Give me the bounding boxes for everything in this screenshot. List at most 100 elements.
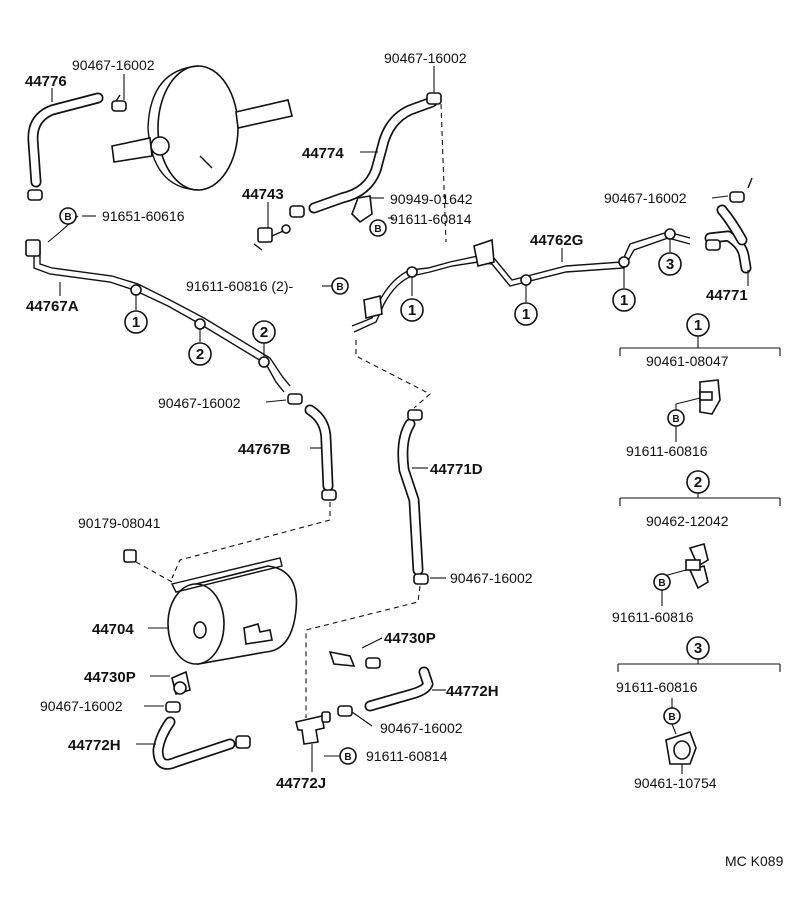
hose-clamp-icon bbox=[321, 489, 337, 501]
clamp-marker-1: 1 bbox=[400, 298, 424, 322]
svg-text:1: 1 bbox=[620, 292, 628, 309]
label-90949-01642: 90949-01642 bbox=[390, 191, 473, 207]
clamp-marker-3: 3 bbox=[658, 252, 682, 276]
label-44767B: 44767B bbox=[238, 441, 291, 458]
clamp-90462-12042-icon bbox=[685, 543, 709, 590]
legend-clamp-label: 90461-08047 bbox=[646, 353, 729, 369]
label-44767A: 44767A bbox=[26, 298, 79, 315]
hose-clamp-icon bbox=[289, 205, 305, 218]
pipe-bracket-icon bbox=[25, 239, 41, 257]
label-91611-60816-2: 91611-60816 (2)- bbox=[186, 278, 293, 294]
legend-bolt-label: 91611-60816 bbox=[616, 679, 698, 695]
bolt-90179-icon bbox=[123, 549, 137, 563]
label-44771: 44771 bbox=[706, 287, 748, 304]
label-44762G: 44762G bbox=[530, 232, 583, 249]
leader-lines bbox=[47, 66, 749, 772]
clamp-90461-10754-icon bbox=[665, 730, 697, 765]
hose-44772H bbox=[364, 666, 434, 712]
label-90467-16002: 90467-16002 bbox=[158, 395, 241, 411]
svg-text:1: 1 bbox=[132, 314, 140, 331]
label-90467-16002: 90467-16002 bbox=[604, 190, 687, 206]
dash-line bbox=[355, 340, 431, 409]
bolt-marker-b: B bbox=[59, 207, 77, 225]
pipe-44767A bbox=[33, 244, 291, 393]
legend-bolt-label: 91611-60816 bbox=[626, 443, 708, 459]
svg-text:B: B bbox=[374, 224, 381, 235]
clamp-dots bbox=[130, 228, 676, 368]
clamp-90461-08047-icon bbox=[699, 379, 721, 415]
hose-clamp-icon bbox=[705, 239, 721, 251]
label-91651-60616: 91651-60616 bbox=[102, 208, 185, 224]
vsv-44730P-icon bbox=[171, 670, 191, 695]
label-44730P: 44730P bbox=[84, 669, 136, 686]
legend-bolt-label: 91611-60816 bbox=[612, 609, 694, 625]
clamp-marker-2: 2 bbox=[252, 320, 276, 344]
svg-text:2: 2 bbox=[260, 324, 268, 341]
label-44772J: 44772J bbox=[276, 775, 326, 792]
charcoal-canister-44704-icon bbox=[167, 557, 298, 665]
label-90179-08041: 90179-08041 bbox=[78, 515, 161, 531]
hose-44767B bbox=[304, 404, 334, 492]
svg-text:3: 3 bbox=[694, 640, 702, 657]
bolt-marker-b: B bbox=[331, 277, 349, 295]
legend-clamp-label: 90462-12042 bbox=[646, 513, 729, 529]
vsv-valve-44743-icon bbox=[253, 224, 291, 251]
svg-text:B: B bbox=[658, 578, 665, 589]
diagram-reference-code: MC K089 bbox=[725, 853, 784, 869]
label-90467-16002: 90467-16002 bbox=[40, 698, 123, 714]
hose-44776 bbox=[27, 92, 104, 188]
legend-group-3: 3 91611-60816 B 90461-10754 bbox=[616, 636, 781, 791]
hose-clamp-icon bbox=[165, 701, 181, 713]
hose-44771 bbox=[704, 204, 752, 274]
label-44776: 44776 bbox=[25, 73, 67, 90]
hose-clamp-icon bbox=[111, 94, 127, 112]
vsv-44730P-icon bbox=[328, 650, 356, 667]
t-joint-44772J-icon bbox=[295, 711, 331, 745]
dash-line bbox=[135, 561, 173, 583]
label-44771D: 44771D bbox=[430, 461, 483, 478]
hose-clamp-icon bbox=[407, 409, 423, 421]
hose-clamp-icon bbox=[365, 657, 381, 669]
bolt-marker-b: B bbox=[339, 747, 357, 765]
label-90467-16002: 90467-16002 bbox=[380, 720, 463, 736]
label-44774: 44774 bbox=[302, 145, 344, 162]
svg-text:2: 2 bbox=[196, 346, 204, 363]
svg-text:B: B bbox=[64, 212, 71, 223]
hose-clamp-icon bbox=[235, 735, 251, 749]
label-44772H: 44772H bbox=[446, 683, 499, 700]
pipe-bracket-icon bbox=[363, 238, 495, 319]
marker-leads bbox=[135, 234, 671, 362]
hose-clamp-icon bbox=[337, 705, 353, 717]
clamp-marker-1: 1 bbox=[124, 310, 148, 334]
label-91611-60814: 91611-60814 bbox=[390, 211, 472, 227]
svg-text:1: 1 bbox=[522, 306, 530, 323]
dash-line bbox=[171, 502, 331, 579]
clamp-marker-2: 2 bbox=[188, 342, 212, 366]
svg-text:B: B bbox=[672, 414, 679, 425]
svg-text:B: B bbox=[344, 752, 351, 763]
label-44704: 44704 bbox=[92, 621, 134, 638]
hose-44774 bbox=[308, 96, 438, 214]
label-91611-60814: 91611-60814 bbox=[366, 748, 448, 764]
clamp-marker-1: 1 bbox=[514, 302, 538, 326]
svg-text:B: B bbox=[668, 712, 675, 723]
svg-text:1: 1 bbox=[694, 317, 702, 334]
svg-text:3: 3 bbox=[666, 256, 674, 273]
dash-line bbox=[305, 585, 421, 718]
legend-group-1: 1 90461-08047 B 91611-60816 bbox=[619, 313, 781, 459]
label-44730P: 44730P bbox=[384, 630, 436, 647]
hose-clamp-icon bbox=[287, 393, 303, 405]
svg-text:B: B bbox=[336, 282, 343, 293]
hose-clamp-icon bbox=[426, 92, 442, 105]
clamp-marker-1: 1 bbox=[612, 288, 636, 312]
hose-clamp-icon bbox=[729, 177, 753, 203]
legend-clamp-label: 90461-10754 bbox=[634, 775, 717, 791]
label-90467-16002: 90467-16002 bbox=[72, 57, 155, 73]
brake-booster-icon bbox=[111, 65, 293, 191]
hose-clamp-icon bbox=[413, 573, 429, 585]
svg-text:1: 1 bbox=[408, 302, 416, 319]
label-90467-16002: 90467-16002 bbox=[384, 50, 467, 66]
label-44772H: 44772H bbox=[68, 737, 121, 754]
svg-text:2: 2 bbox=[694, 474, 702, 491]
